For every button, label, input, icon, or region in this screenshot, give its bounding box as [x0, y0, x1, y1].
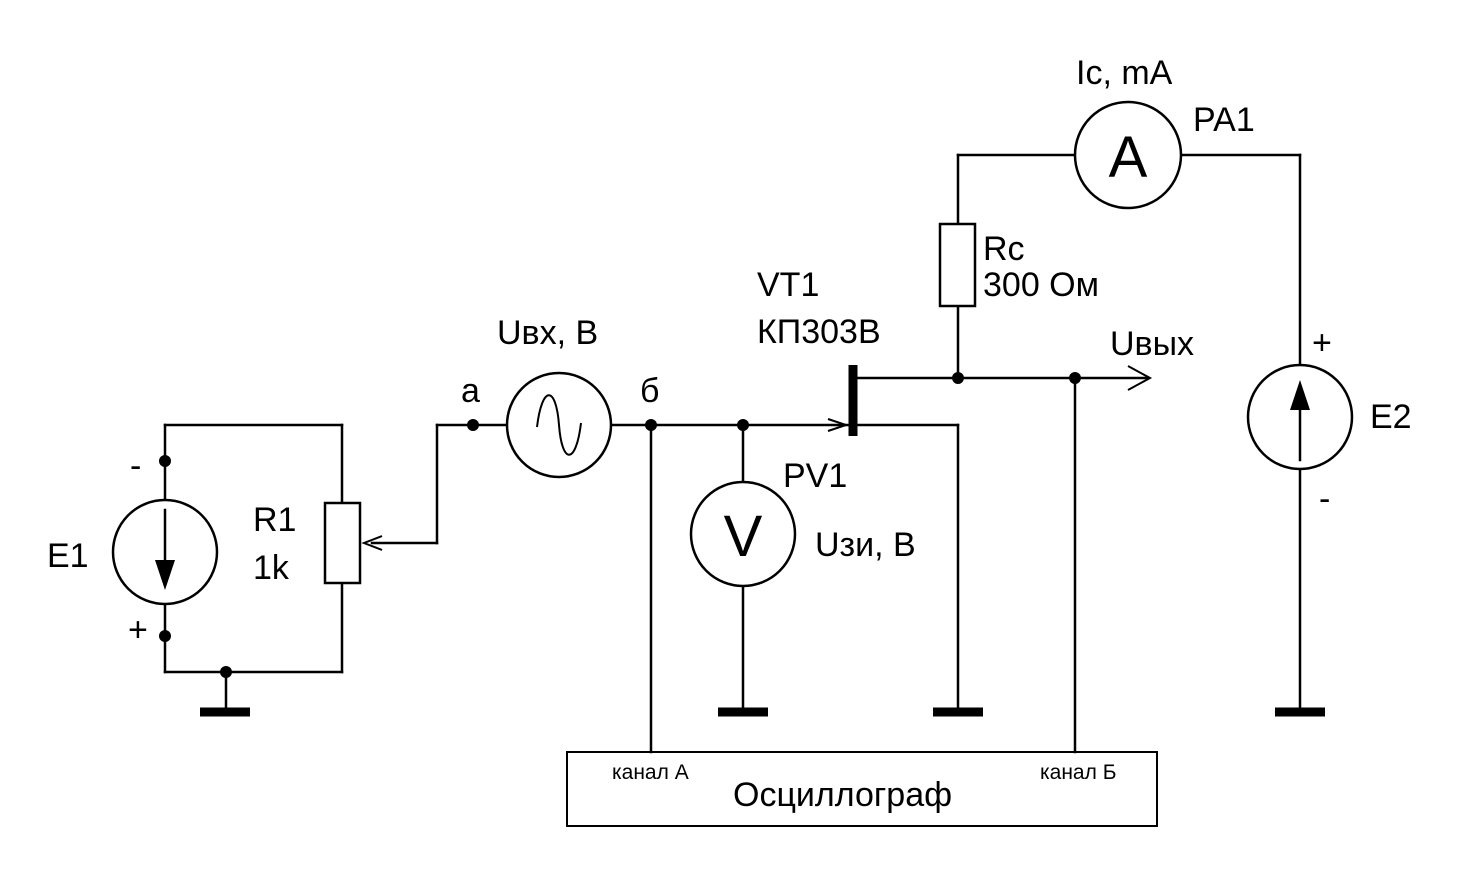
voltmeter-symbol: V	[724, 504, 763, 569]
vt1-type-label: КП303В	[757, 313, 881, 351]
channel-b-label: канал Б	[1040, 761, 1116, 784]
junction-dot	[159, 455, 171, 467]
oscilloscope-box	[566, 751, 1158, 827]
e2-label: E2	[1370, 398, 1412, 436]
pv1-voltmeter: V	[689, 480, 797, 588]
e2-current-source	[1246, 363, 1354, 471]
uvx-label: Uвх, В	[497, 314, 598, 352]
vt1-name-label: VT1	[757, 266, 819, 304]
e2-minus-label: -	[1319, 480, 1330, 518]
r1-value-label: 1k	[253, 549, 290, 587]
pa1-ammeter: A	[1073, 100, 1183, 210]
e1-current-source	[111, 498, 219, 606]
channel-a-label: канал А	[612, 761, 689, 784]
ic-label: Ic, mA	[1076, 54, 1173, 92]
ac-generator	[505, 371, 613, 479]
node-a-dot	[467, 419, 479, 431]
rc-value-label: 300 Ом	[983, 266, 1099, 304]
e1-minus-label: -	[130, 447, 141, 485]
e1-label: E1	[47, 537, 89, 575]
r1-potentiometer	[323, 423, 439, 585]
ground-junction-dot	[220, 666, 232, 678]
gate-arrow	[827, 418, 850, 432]
junction-dot	[737, 419, 749, 431]
pa1-label: PA1	[1193, 101, 1255, 139]
uzi-label: Uзи, В	[815, 526, 916, 564]
rc-name-label: Rc	[983, 230, 1025, 268]
pv1-label: PV1	[783, 457, 847, 495]
junction-dot	[159, 630, 171, 642]
oscilloscope-label: Осциллограф	[733, 776, 952, 814]
rc-resistor	[938, 222, 977, 308]
drain-supply-wires	[956, 153, 1325, 717]
ammeter-symbol: A	[1109, 125, 1148, 190]
vt1-transistor	[848, 365, 1153, 717]
uvyh-label: Uвых	[1110, 325, 1194, 363]
node-b-label: б	[640, 372, 659, 410]
e2-plus-label: +	[1312, 324, 1332, 362]
node-b-dot	[645, 419, 657, 431]
e1-plus-label: +	[128, 611, 148, 649]
node-a-label: a	[461, 372, 480, 410]
r1-name-label: R1	[253, 501, 296, 539]
